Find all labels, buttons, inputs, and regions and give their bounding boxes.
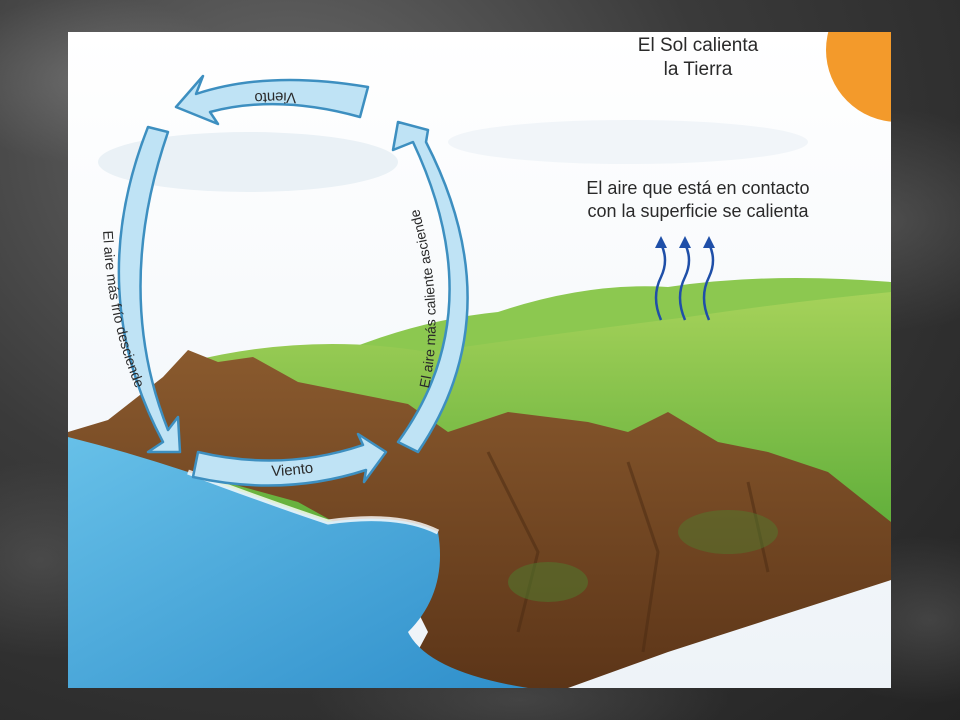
heat-arrow: [678, 243, 691, 321]
heat-arrowhead: [679, 236, 691, 248]
heat-arrows: [654, 243, 715, 321]
air-caption: El aire que está en contacto con la supe…: [518, 177, 878, 223]
sun-caption-line2: la Tierra: [663, 59, 733, 80]
heat-arrow: [702, 243, 715, 321]
cloud: [448, 120, 808, 164]
cycle-arrow-bottom: [191, 432, 388, 487]
cycle-arrow-top: [174, 74, 370, 126]
cliff: [68, 350, 891, 688]
sun-caption: El Sol calienta la Tierra: [568, 34, 828, 82]
diagram-panel: Viento Viento El aire más frío desciende…: [68, 32, 891, 688]
air-caption-line1: El aire que está en contacto: [586, 178, 810, 198]
arrow-label-top: Viento: [254, 88, 297, 106]
cloud: [98, 132, 398, 192]
heat-arrow: [654, 243, 667, 321]
air-caption-line2: con la superficie se calienta: [587, 201, 809, 221]
arrow-label-bottom: Viento: [271, 459, 314, 480]
cliff-vegetation: [508, 562, 588, 602]
sea-foam: [187, 469, 440, 535]
sun: [826, 32, 891, 122]
heat-arrowhead: [655, 236, 667, 248]
heat-arrowheads: [655, 236, 715, 248]
cycle-arrow-left: [117, 125, 182, 454]
sun-caption-line1: El Sol calienta: [637, 35, 759, 56]
diagram-canvas: Viento Viento El aire más frío desciende…: [68, 32, 891, 688]
sea: [68, 437, 528, 688]
cycle-arrow-right: [391, 120, 469, 454]
cliff-vegetation: [678, 510, 778, 554]
heat-arrowhead: [703, 236, 715, 248]
